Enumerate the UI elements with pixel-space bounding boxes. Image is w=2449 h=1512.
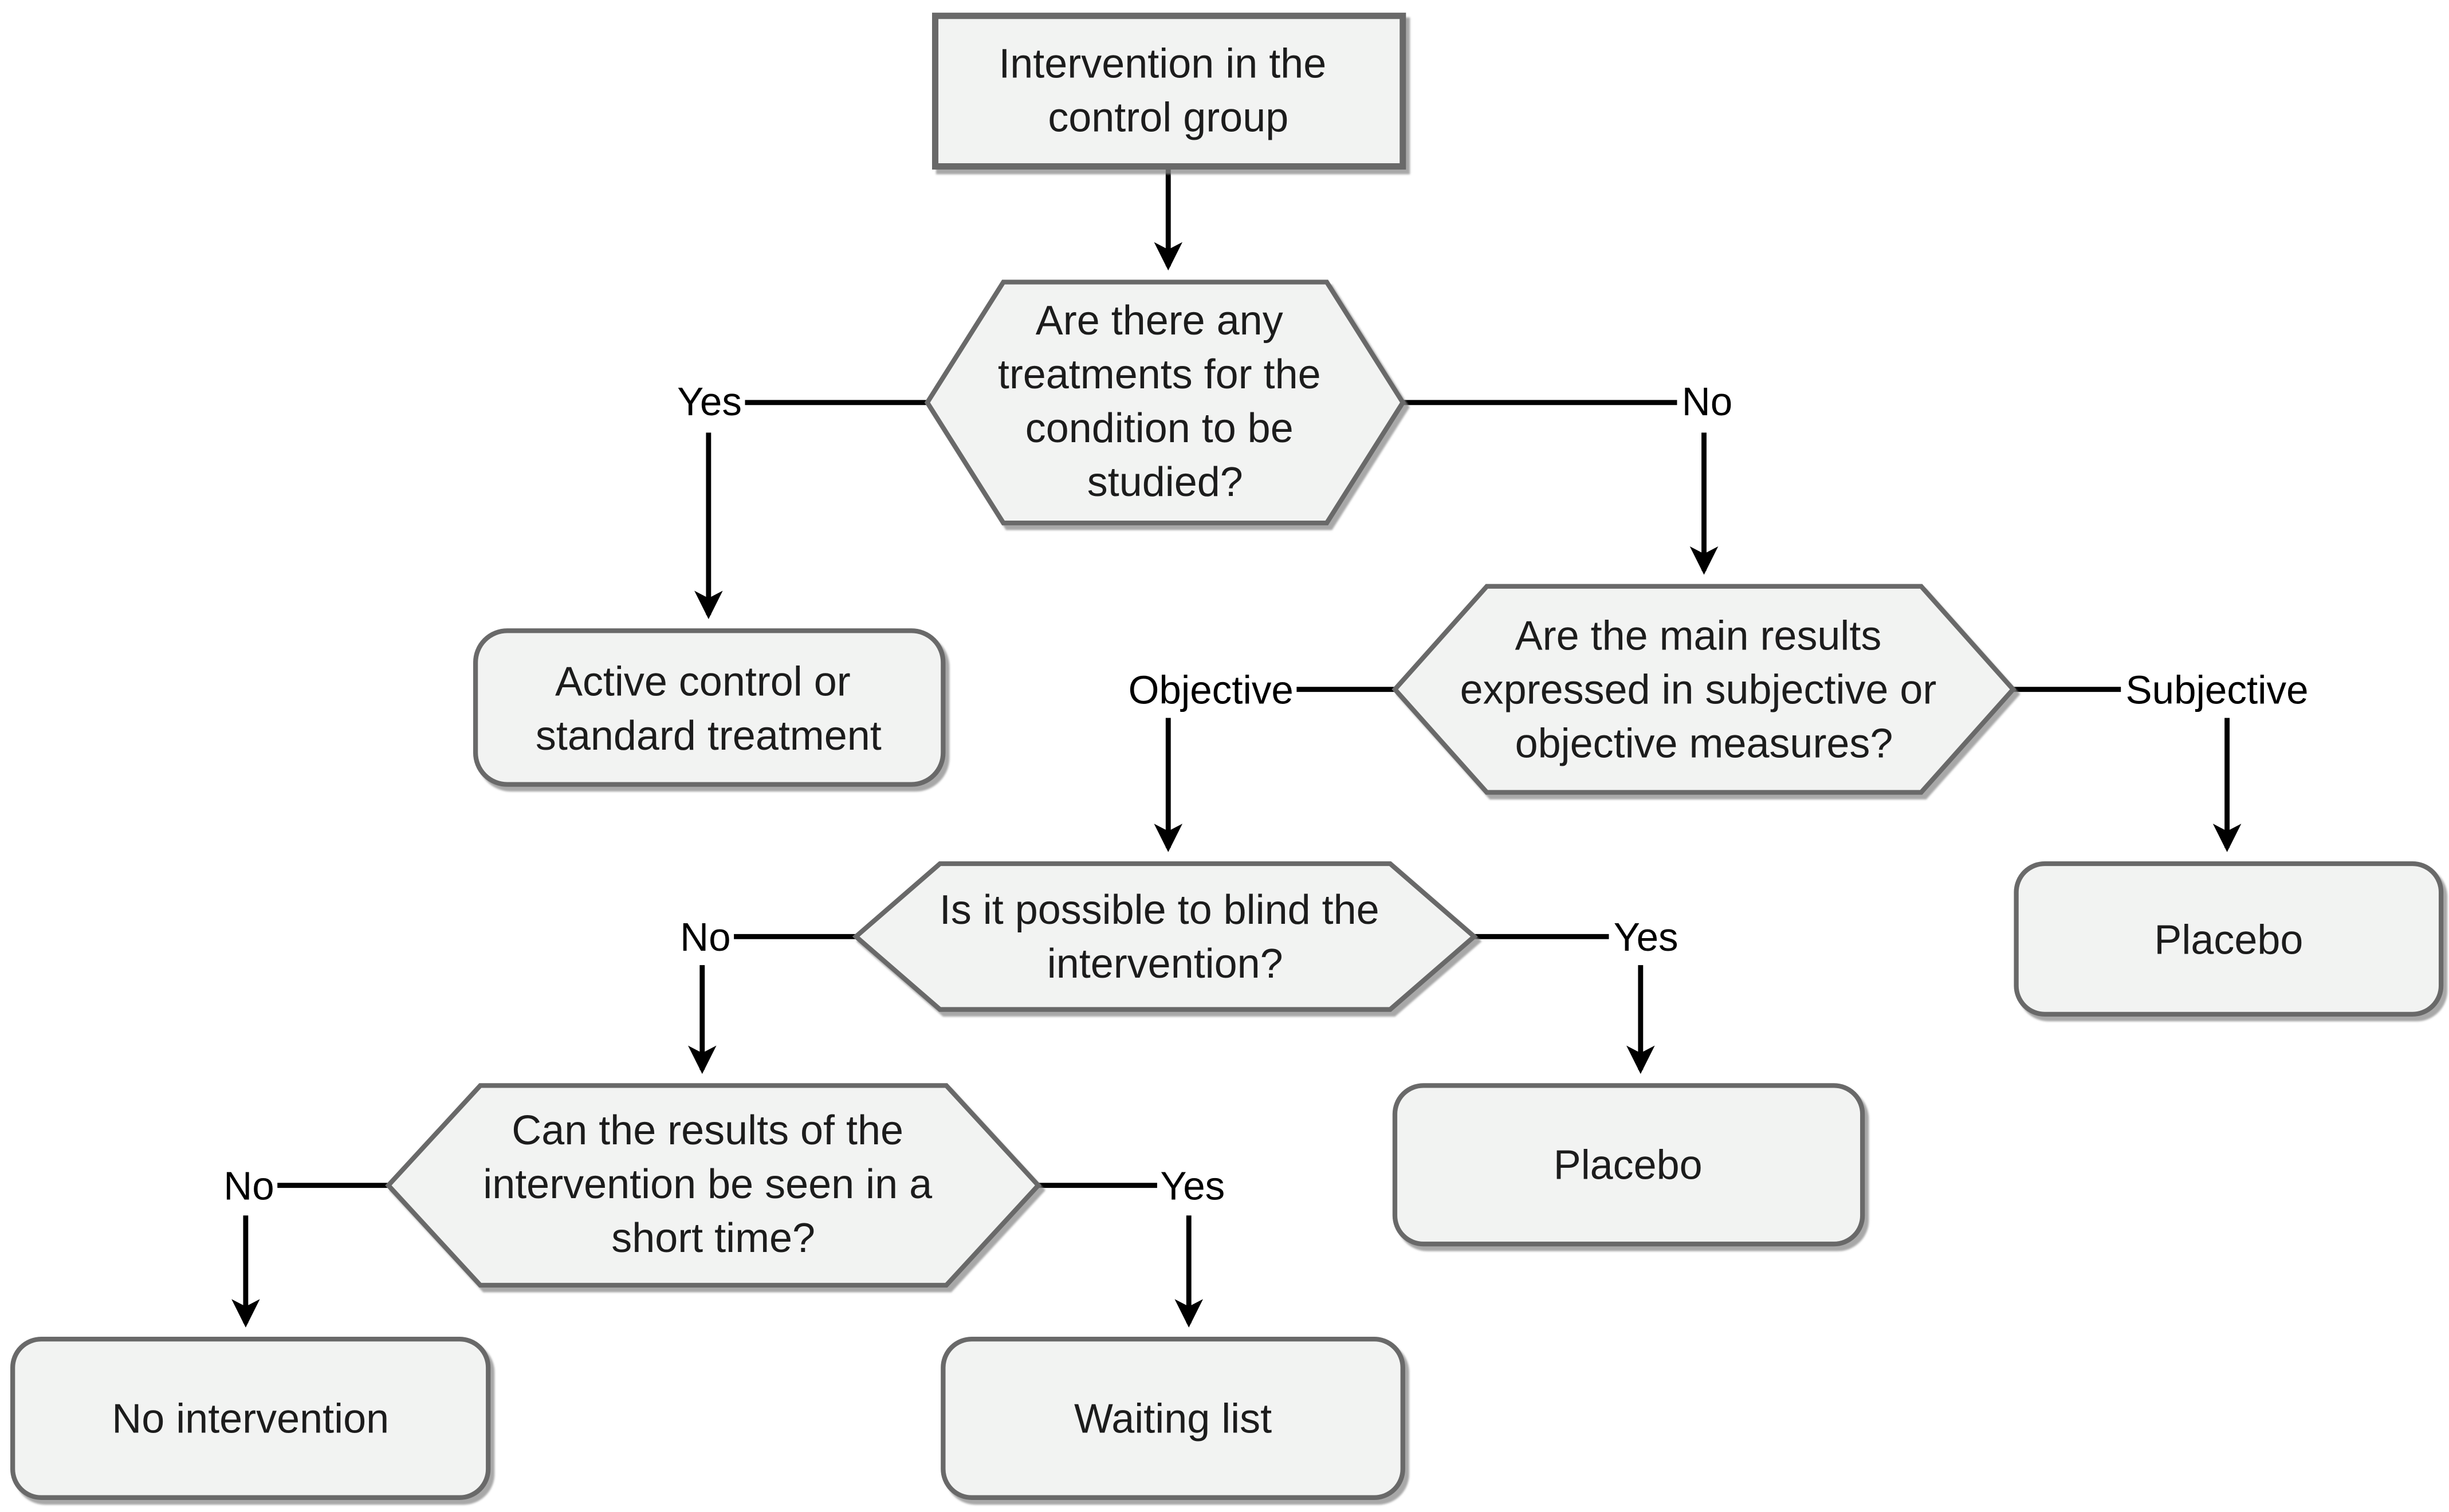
node-question-blind: Is it possible to blind the intervention… (852, 861, 1478, 1012)
node-placebo-subjective: Placebo (2014, 861, 2444, 1017)
label-short-yes: Yes (1160, 1164, 1225, 1208)
node-question-measures-shape (1391, 584, 2016, 795)
node-question-short-time-shape (385, 1083, 1042, 1288)
edge-labels: Yes No Objective Subjective No Yes No Ye… (223, 379, 2308, 1208)
node-placebo-blind-shape (1392, 1083, 1865, 1247)
label-blind-no: No (680, 915, 730, 959)
node-question-short-time: Can the results of the intervention be s… (385, 1083, 1042, 1288)
node-placebo-subjective-shape (2014, 861, 2444, 1017)
label-treatments-yes: Yes (677, 379, 742, 424)
node-no-intervention-shape (10, 1336, 491, 1500)
node-question-blind-shape (852, 861, 1478, 1012)
label-measures-objective: Objective (1129, 668, 1294, 712)
node-active-control: Active control or standard treatment (473, 628, 946, 787)
label-measures-subjective: Subjective (2126, 668, 2309, 712)
node-question-blind-label: Is it possible to blind the intervention… (939, 887, 1391, 987)
label-treatments-no: No (1682, 379, 1732, 424)
node-start: Intervention in the control group (931, 13, 1406, 170)
node-active-control-label: Active control or standard treatment (536, 659, 882, 759)
node-placebo-blind: Placebo (1392, 1083, 1865, 1247)
node-placebo-subjective-label: Placebo (2154, 918, 2303, 963)
node-waiting-list: Waiting list (941, 1336, 1405, 1500)
label-blind-yes: Yes (1614, 915, 1678, 959)
node-question-treatments-label: Are there any treatments for the conditi… (998, 298, 1332, 505)
node-active-control-shape (473, 628, 946, 787)
label-short-no: No (223, 1164, 274, 1208)
node-waiting-list-shape (941, 1336, 1405, 1500)
edges (231, 166, 2242, 1328)
node-no-intervention-label: No intervention (112, 1396, 389, 1442)
node-question-short-time-label: Can the results of the intervention be s… (483, 1108, 944, 1261)
node-start-label: Intervention in the control group (999, 41, 1338, 141)
node-question-treatments: Are there any treatments for the conditi… (924, 279, 1406, 526)
node-question-treatments-shape (924, 279, 1406, 526)
node-start-shape (931, 13, 1406, 170)
node-no-intervention: No intervention (10, 1336, 491, 1500)
node-question-measures-label: Are the main results expressed in subjec… (1460, 613, 1948, 766)
node-waiting-list-label: Waiting list (1074, 1396, 1272, 1442)
node-question-measures: Are the main results expressed in subjec… (1391, 584, 2016, 795)
node-placebo-blind-label: Placebo (1554, 1143, 1703, 1188)
